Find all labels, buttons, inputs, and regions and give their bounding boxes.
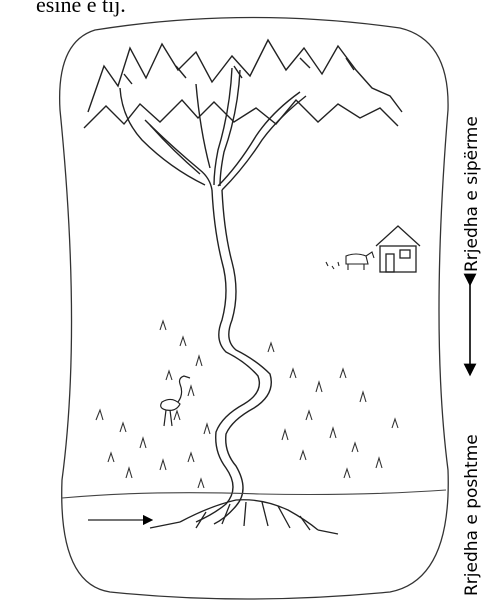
river-tributaries <box>120 68 306 190</box>
cow-icon <box>326 252 374 270</box>
grass-tufts-icon <box>96 321 398 488</box>
mountain-range-icon <box>84 40 402 128</box>
frame-outline <box>60 17 449 599</box>
label-upstream: Rrjedha e sipërme <box>462 116 482 272</box>
label-downstream: Rrjedha e poshtme <box>462 434 482 596</box>
main-river <box>196 190 271 524</box>
bird-icon <box>161 376 190 426</box>
house-icon <box>376 226 420 272</box>
delta-roots <box>150 500 338 534</box>
horizon-line <box>62 490 446 498</box>
